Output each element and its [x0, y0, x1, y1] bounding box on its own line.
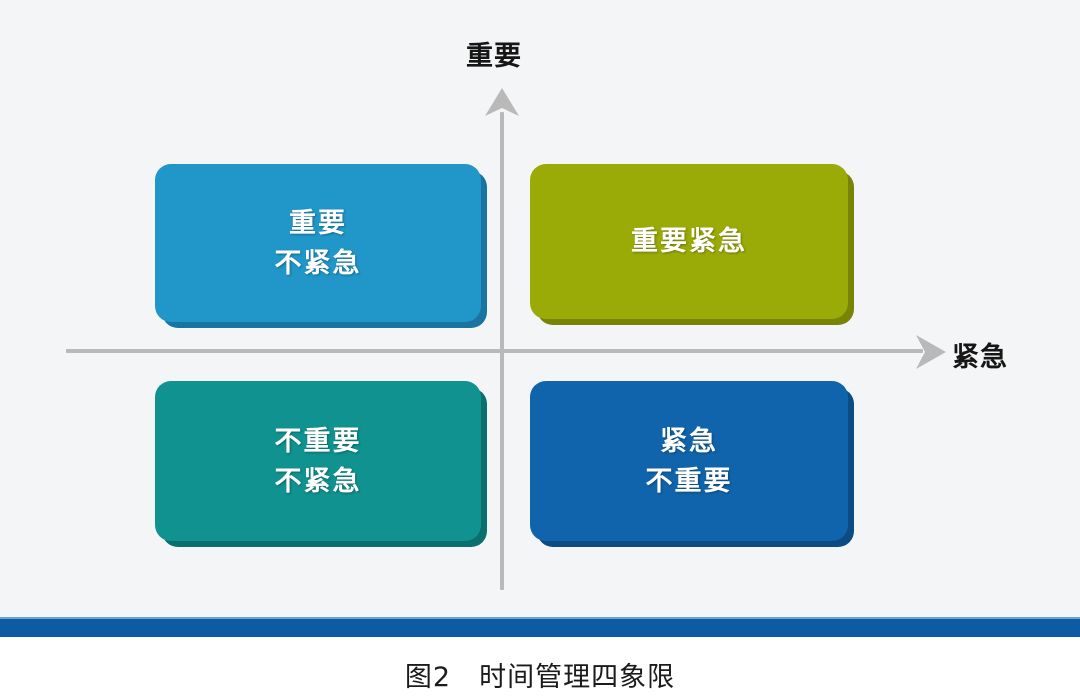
arrow-right-icon [908, 333, 946, 371]
divider-bar [0, 617, 1080, 637]
quadrant-label-line-2: 不紧急 [274, 466, 362, 496]
quadrant-label-line-2: 不重要 [645, 466, 733, 496]
quadrant-label-line-2: 不紧急 [274, 248, 362, 278]
quadrant-urgent-not-important[interactable]: 紧急 不重要 [530, 381, 854, 547]
quadrant-label-line-1: 紧急 [660, 425, 718, 456]
quadrant-label-line-1: 重要 [289, 207, 347, 238]
quadrant-label-line-1: 重要紧急 [631, 226, 747, 257]
diagram-canvas: 重要 紧急 重要 不紧急 重要紧急 不重要 [0, 0, 1080, 617]
quadrant-label-line-1: 不重要 [274, 425, 362, 456]
quadrant-face: 紧急 不重要 [530, 381, 848, 541]
horizontal-axis-line [66, 349, 923, 353]
arrow-up-icon [483, 88, 521, 118]
horizontal-axis-label: 紧急 [952, 342, 1008, 372]
vertical-axis-label: 重要 [466, 41, 522, 71]
quadrant-face: 不重要 不紧急 [155, 381, 481, 541]
quadrant-important-urgent[interactable]: 重要紧急 [530, 164, 854, 325]
quadrant-face: 重要 不紧急 [155, 164, 481, 322]
quadrant-important-not-urgent[interactable]: 重要 不紧急 [155, 164, 487, 328]
quadrant-not-important-not-urgent[interactable]: 不重要 不紧急 [155, 381, 487, 547]
figure-caption: 图2 时间管理四象限 [404, 662, 676, 693]
quadrant-face: 重要紧急 [530, 164, 848, 319]
